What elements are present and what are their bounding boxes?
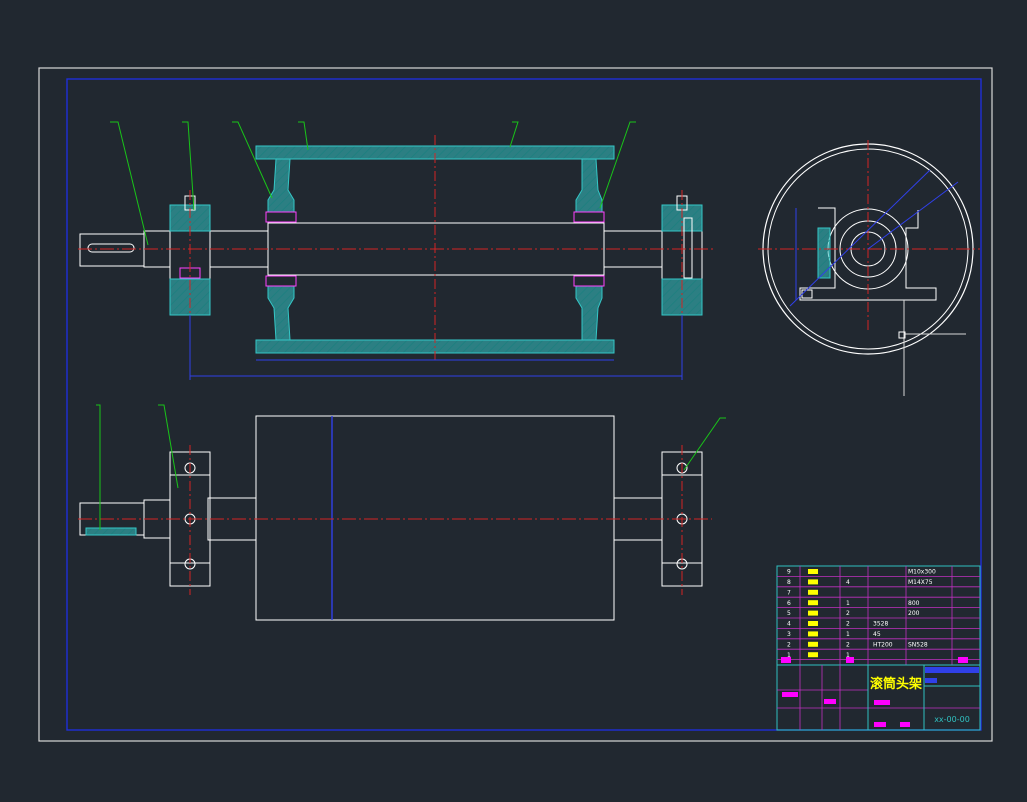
base-bolt-left [801,289,813,299]
parts-row-spec: M10x300 [908,569,936,576]
drawing-title: 滚筒头架 [870,676,922,692]
leader-line [298,121,309,151]
parts-row-material: HT200 [873,641,893,648]
title-block-frame [776,664,981,731]
marker-block [900,722,910,727]
left-hub-clamp-upper [265,211,297,223]
left-hub-lower [267,285,295,341]
shaft-drive-end [79,233,145,267]
leader-line [683,417,726,471]
parts-row-name-marker [808,610,818,616]
parts-row-number: 5 [787,610,791,617]
parts-row-name-marker [808,589,818,595]
leader-line [158,404,179,489]
front-section-view [78,121,715,380]
keyway [87,243,135,253]
marker-block [781,657,791,663]
parts-row-material: 3528 [873,621,888,628]
left-hub-upper [267,158,295,213]
parts-row-qty: 4 [846,579,850,586]
side-guide-marker [898,331,906,339]
parts-row-name-marker [808,621,818,626]
title-highlight-bar [925,678,937,683]
parts-row-number: 7 [787,589,791,596]
side-view [758,140,980,396]
parts-row-number: 6 [787,600,791,607]
diameter-dimension [789,169,931,307]
right-bearing-end-cap [683,217,693,279]
parts-row-number: 9 [787,569,791,576]
parts-row-name-marker [808,631,818,637]
marker-block [874,700,890,705]
parts-row-number: 8 [787,579,791,586]
radius-dimension [867,181,959,250]
parts-row-number: 2 [787,641,791,648]
leader-line [182,121,195,211]
parts-row-qty: 2 [846,610,850,617]
right-hub-lower [575,285,603,341]
parts-row-spec: SN528 [908,641,928,648]
leader-line [232,121,273,199]
parts-row-qty: 1 [846,652,850,659]
parts-row-number: 4 [787,621,791,628]
marker-block [782,692,798,697]
parts-row-spec: 800 [908,600,920,607]
title-highlight-bar [925,667,979,673]
parts-row-number: 1 [787,652,791,659]
marker-block [846,657,854,663]
keyway-top [85,527,137,536]
right-hub-upper [575,158,603,213]
parts-row-spec: 200 [908,610,920,617]
right-hub-clamp-lower [573,275,605,287]
bearing-base-outline [799,207,937,301]
sheet-inner-border [66,78,982,731]
parts-row-qty: 2 [846,641,850,648]
leader-line [96,404,101,530]
parts-row-qty: 2 [846,621,850,628]
parts-row-spec: M14X75 [908,579,933,586]
parts-list-frame [776,565,981,666]
top-view [78,404,726,621]
marker-block [824,699,836,704]
drum-top-outline [255,415,615,621]
side-section-strip [817,227,831,279]
parts-row-name-marker [808,579,818,585]
parts-row-name-marker [808,569,818,574]
parts-row-name-marker [808,641,818,647]
parts-row-material: 45 [873,631,881,638]
marker-block [958,657,968,663]
leader-line [509,121,519,148]
leader-line [599,121,636,209]
marker-block [874,722,886,727]
left-hub-clamp-lower [265,275,297,287]
drawing-number: xx-00-00 [934,715,970,724]
parts-row-name-marker [808,652,818,658]
parts-row-qty: 1 [846,631,850,638]
parts-row-number: 3 [787,631,791,638]
parts-row-name-marker [808,600,818,606]
right-hub-clamp-upper [573,211,605,223]
leader-line [110,121,149,246]
parts-row-qty: 1 [846,600,850,607]
sheet-outer-frame [38,67,993,742]
